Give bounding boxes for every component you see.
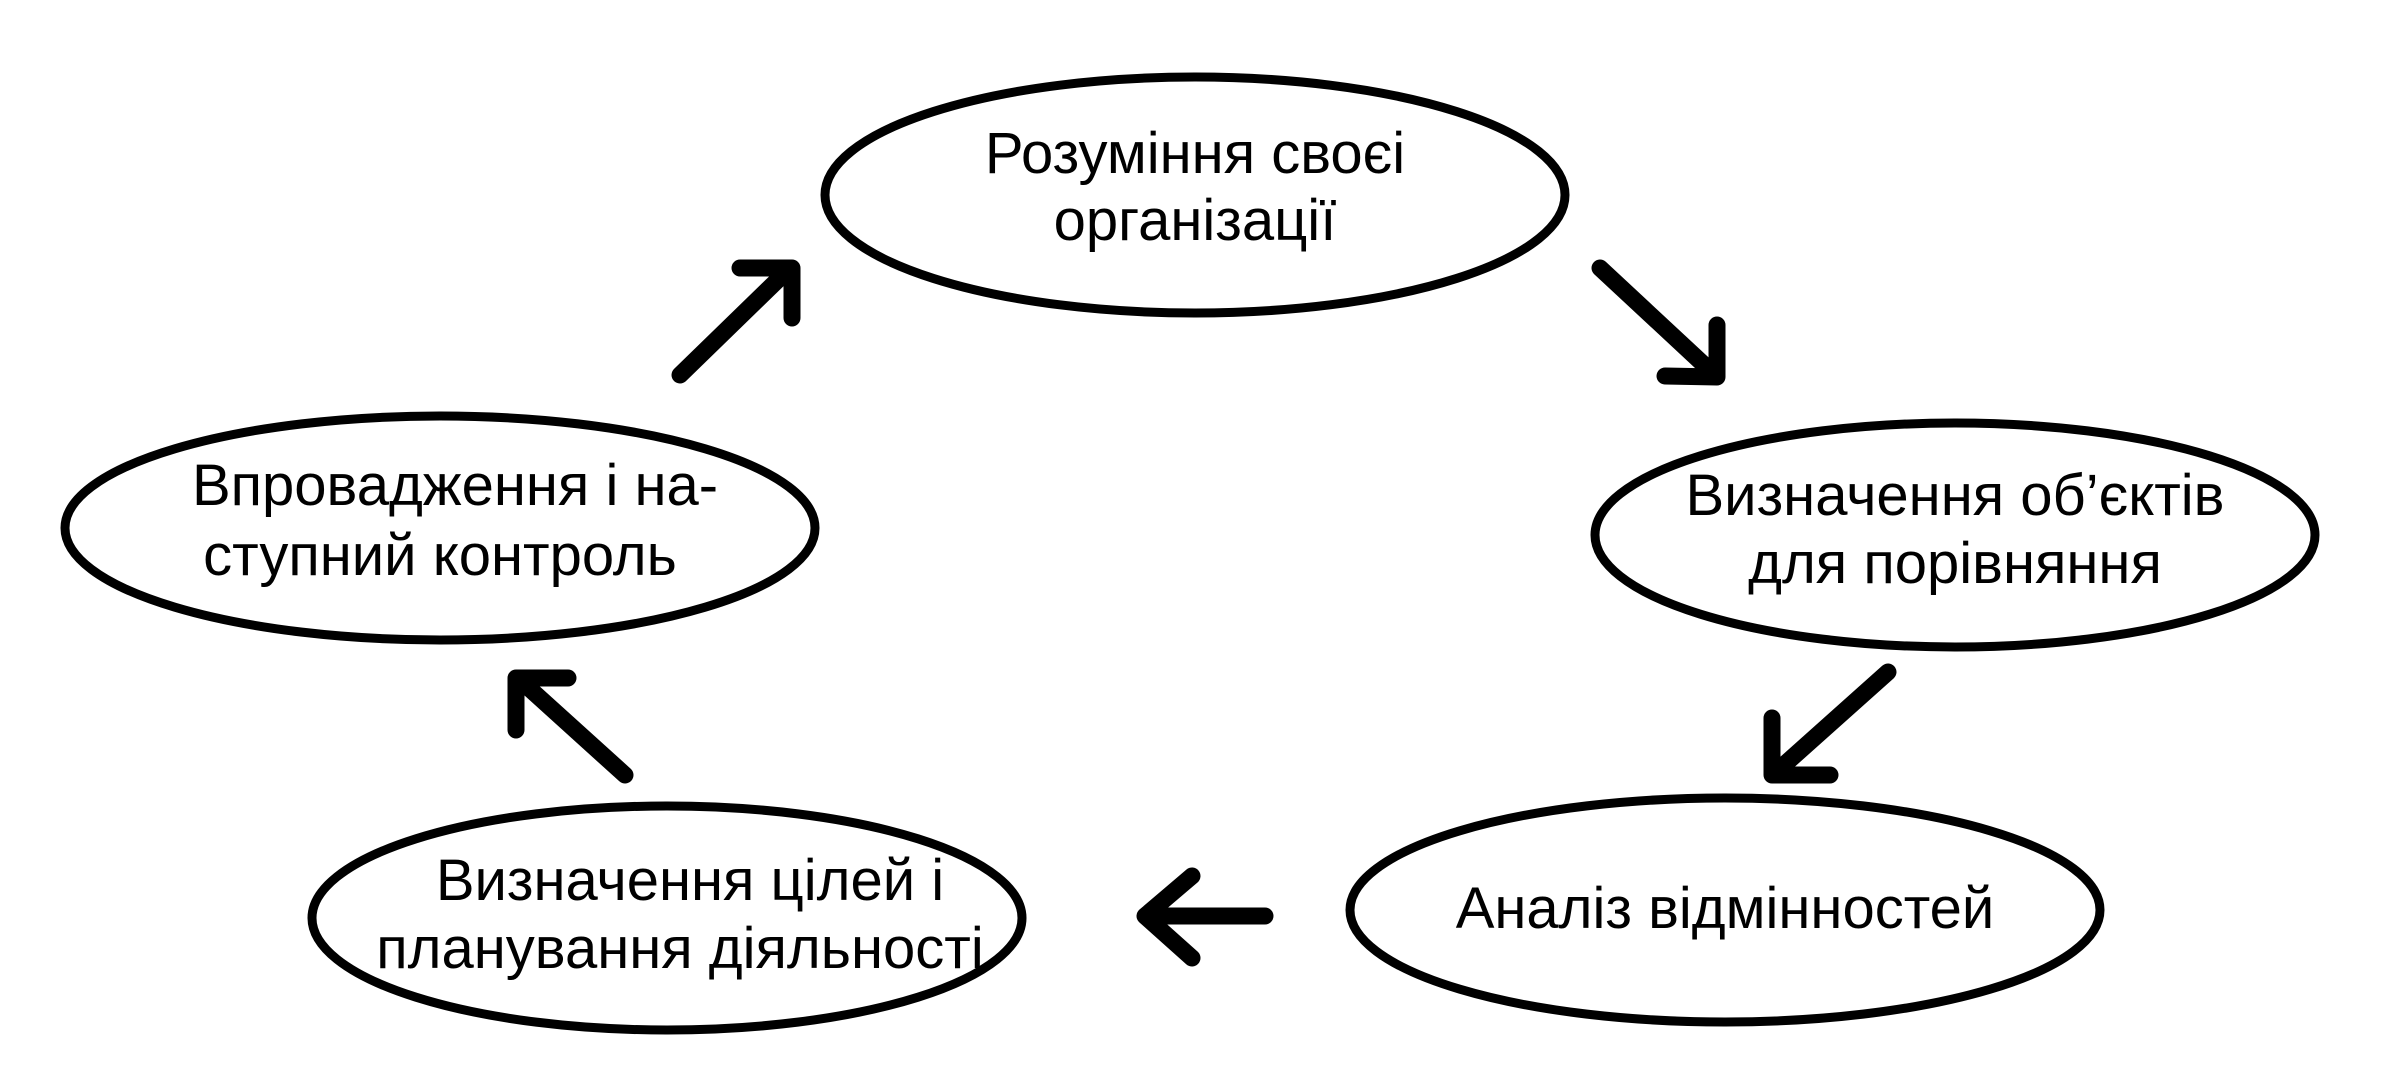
node-goals-planning: Визначення цілей і планування діяльності (307, 801, 1027, 1035)
node-implementation-control-ellipse (60, 411, 820, 645)
node-understanding-ellipse (820, 72, 1570, 318)
node-goals-planning-line-1: Визначення цілей і (436, 848, 944, 913)
node-comparison-objects-ellipse (1590, 418, 2320, 652)
arrow-implementation-to-understanding (671, 259, 801, 384)
node-implementation-control-line-2: ступний контроль (203, 523, 677, 588)
node-understanding-line-2: організації (1054, 188, 1337, 253)
node-goals-planning-ellipse (307, 801, 1027, 1035)
node-difference-analysis: Аналіз відмінностей (1345, 793, 2105, 1027)
node-goals-planning-line-2: планування діяльності (376, 916, 983, 981)
node-understanding-line-1: Розуміння своєі (985, 121, 1405, 186)
node-implementation-control-line-1: Впровадження і на- (192, 453, 718, 518)
node-difference-analysis-line-1: Аналіз відмінностей (1456, 876, 1995, 941)
node-difference-analysis-ellipse (1345, 793, 2105, 1027)
arrow-goals-to-implementation (507, 669, 634, 784)
arrow-analysis-to-goals (1136, 867, 1274, 967)
arrow-understanding-to-comparison (1591, 259, 1726, 386)
node-comparison-objects: Визначення об’єктів для порівняння (1590, 418, 2320, 652)
arrow-comparison-to-analysis (1763, 663, 1897, 784)
node-comparison-objects-line-2: для порівняння (1748, 531, 2162, 596)
node-understanding: Розуміння своєі організації (820, 72, 1570, 318)
node-comparison-objects-line-1: Визначення об’єктів (1686, 463, 2225, 528)
node-implementation-control: Впровадження і на- ступний контроль (60, 411, 820, 645)
